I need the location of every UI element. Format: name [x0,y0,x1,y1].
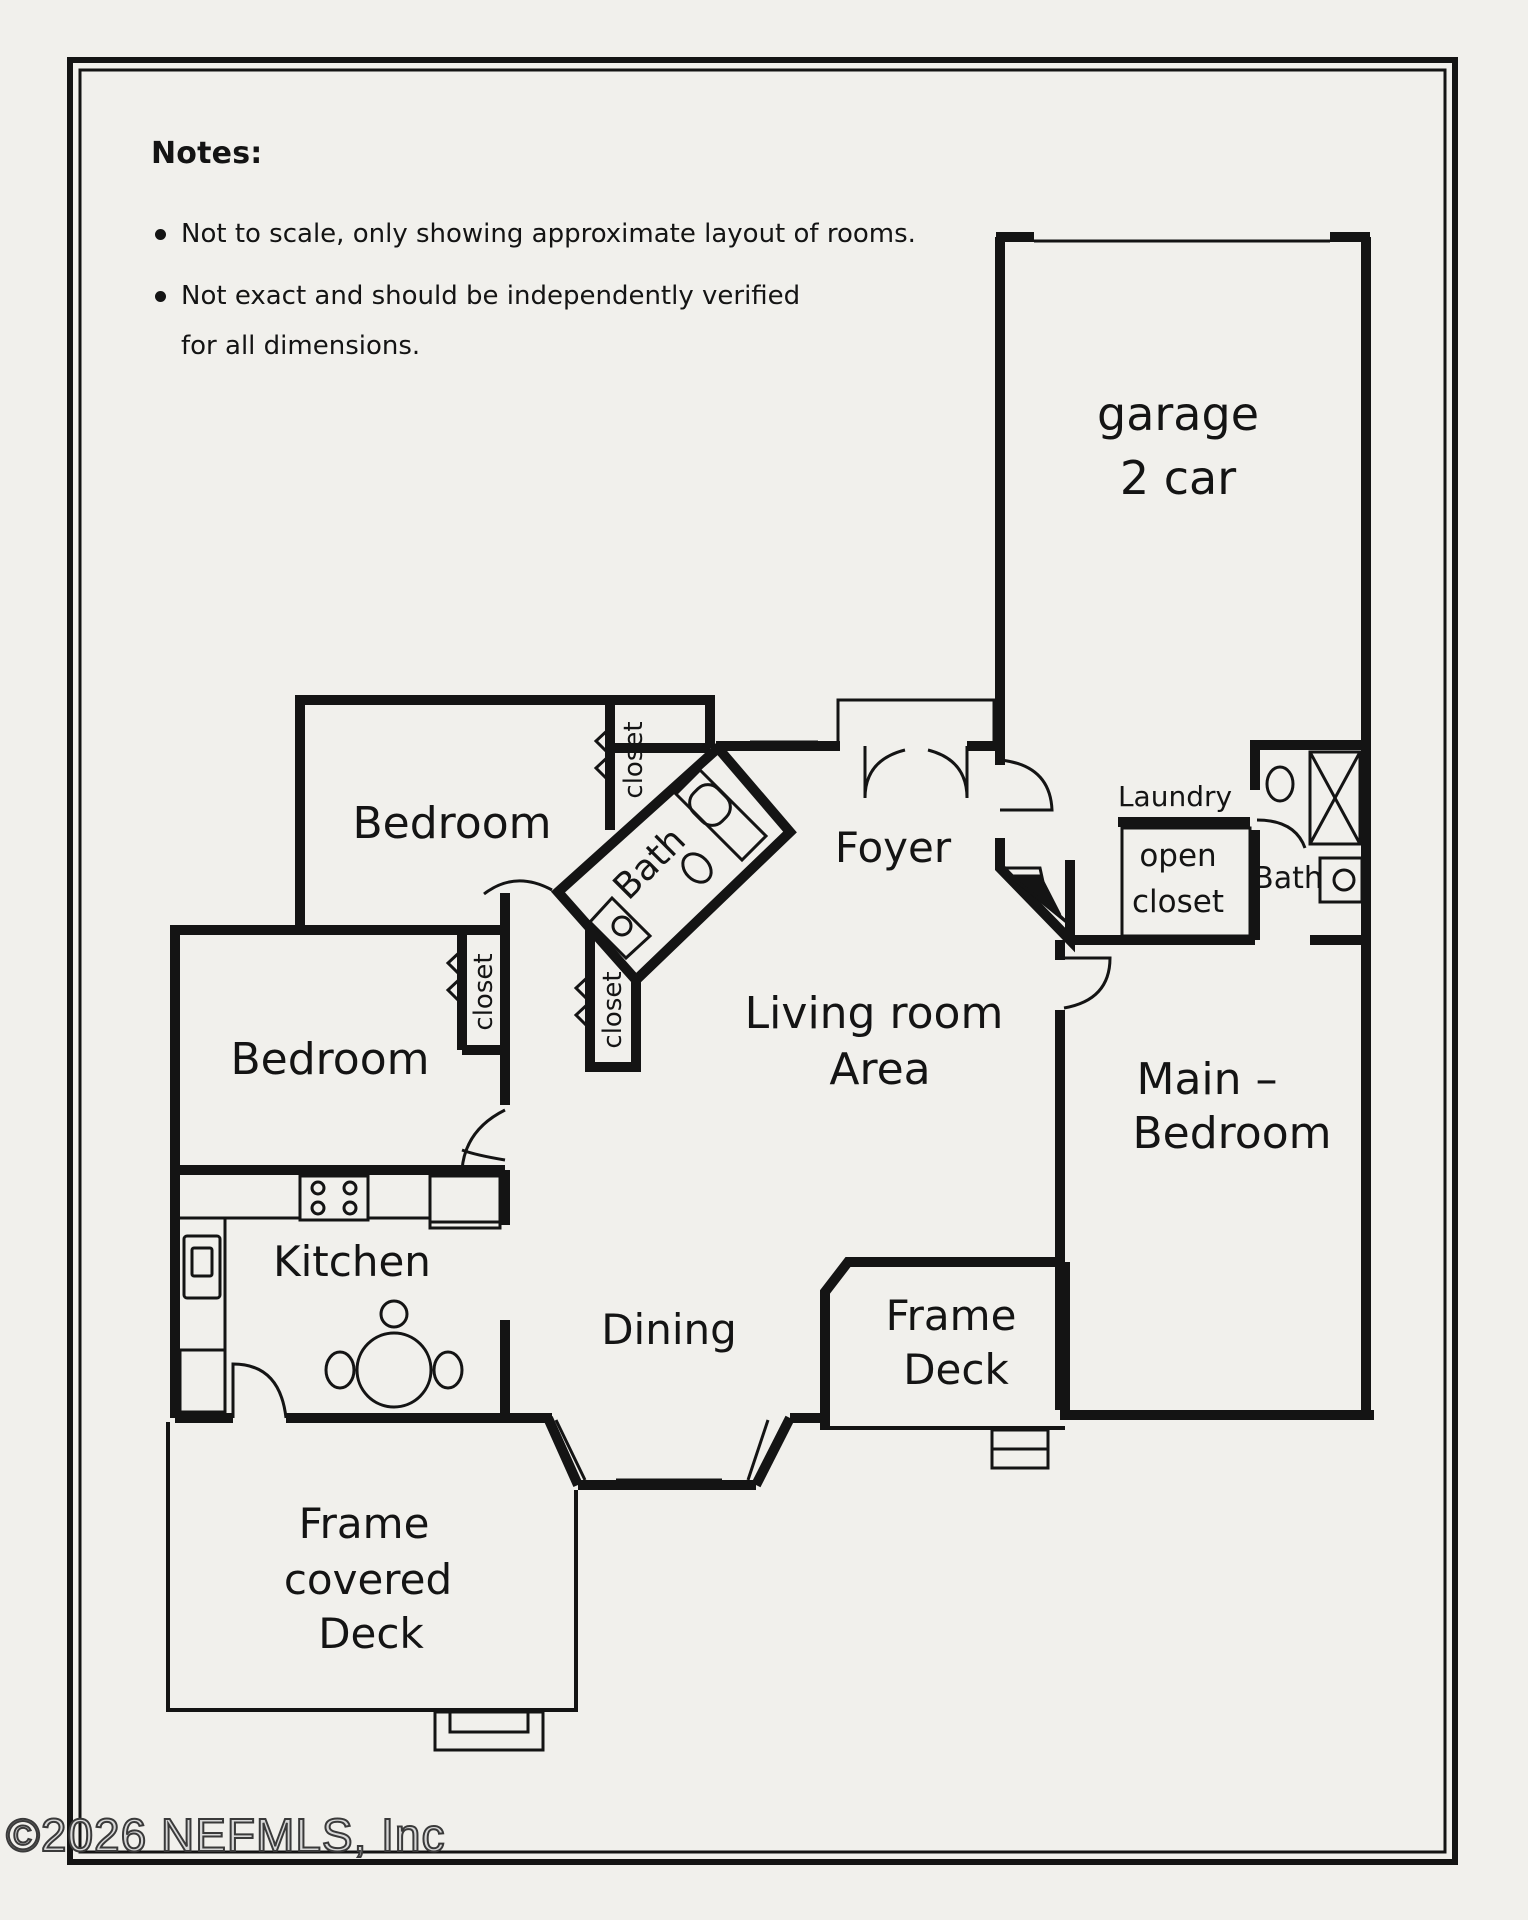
bedroom-upper-walls [295,695,715,930]
label-living-line1: Living room [745,988,1004,1039]
label-frame-deck-line1: Frame [886,1291,1017,1340]
label-closet-hall: closet [598,971,628,1048]
frame-deck-steps [990,1428,1050,1470]
label-covered-deck-line3: Deck [318,1609,424,1658]
washer-box [1308,750,1362,846]
toilet-hall [681,852,713,884]
dining-walls [543,1413,825,1490]
label-garage-line1: garage [1097,387,1259,441]
vanity-hall [587,895,653,961]
garage-entry-door [999,758,1054,812]
label-covered-deck-line1: Frame [299,1499,430,1548]
laundry-walls [995,740,1371,953]
open-closet-outline [1120,826,1252,938]
garage-walls [995,232,1371,765]
label-open-closet-line1: open [1139,838,1216,874]
bedroom-lower-door [460,1108,506,1171]
label-main-bedroom-line1: Main – [1136,1054,1277,1105]
bedroom-upper-door [483,879,553,896]
label-bath-hall: Bath [606,820,694,908]
covered-deck-steps [433,1710,545,1752]
outer-frame [67,57,1458,1865]
kitchen-counters [178,1174,502,1414]
label-garage-line2: 2 car [1120,451,1236,505]
closet-bedroom-door [445,948,465,1006]
label-kitchen: Kitchen [273,1237,431,1286]
foyer-entry [836,698,996,799]
label-bedroom-lower: Bedroom [230,1034,429,1085]
inner-frame [78,68,1447,1854]
covered-deck [166,1422,578,1712]
note-item: Not to scale, only showing approximate l… [151,209,951,259]
label-dining: Dining [601,1305,737,1354]
label-covered-deck-line2: covered [284,1555,452,1604]
vanity-main [1318,856,1364,904]
bath-main-door [1256,818,1307,849]
dining-table-kitchen [324,1299,464,1409]
toilet-main [1265,765,1295,803]
label-frame-deck-line2: Deck [903,1345,1009,1394]
label-laundry: Laundry [1118,780,1232,813]
bay-windows [554,1419,770,1482]
bathtub [673,767,769,863]
label-foyer: Foyer [835,823,952,872]
closet-hall-door [573,973,593,1031]
notes-title: Notes: [151,136,263,171]
kitchen-walls [170,1165,552,1423]
label-bedroom-upper: Bedroom [352,798,551,849]
label-bath-main: Bath [1253,861,1323,896]
notes-list: Not to scale, only showing approximate l… [151,209,951,371]
copyright-watermark: ©2026 NEFMLS, Inc [5,1808,446,1862]
label-main-bedroom-line2: Bedroom [1132,1108,1331,1159]
kitchen-door [231,1362,288,1419]
note-item: Not exact and should be independently ve… [151,271,821,371]
label-closet-bedroom: closet [469,953,499,1030]
closet-top-door [593,726,613,784]
notes-block: Notes: Not to scale, only showing approx… [151,136,951,383]
label-closet-top: closet [619,721,649,798]
label-living-line2: Area [829,1044,930,1095]
label-open-closet-line2: closet [1132,884,1224,920]
water-heater [995,866,1072,927]
stove-burners [310,1180,358,1216]
closet-hall-walls [585,930,641,1072]
main-bedroom-door [1060,956,1112,1010]
